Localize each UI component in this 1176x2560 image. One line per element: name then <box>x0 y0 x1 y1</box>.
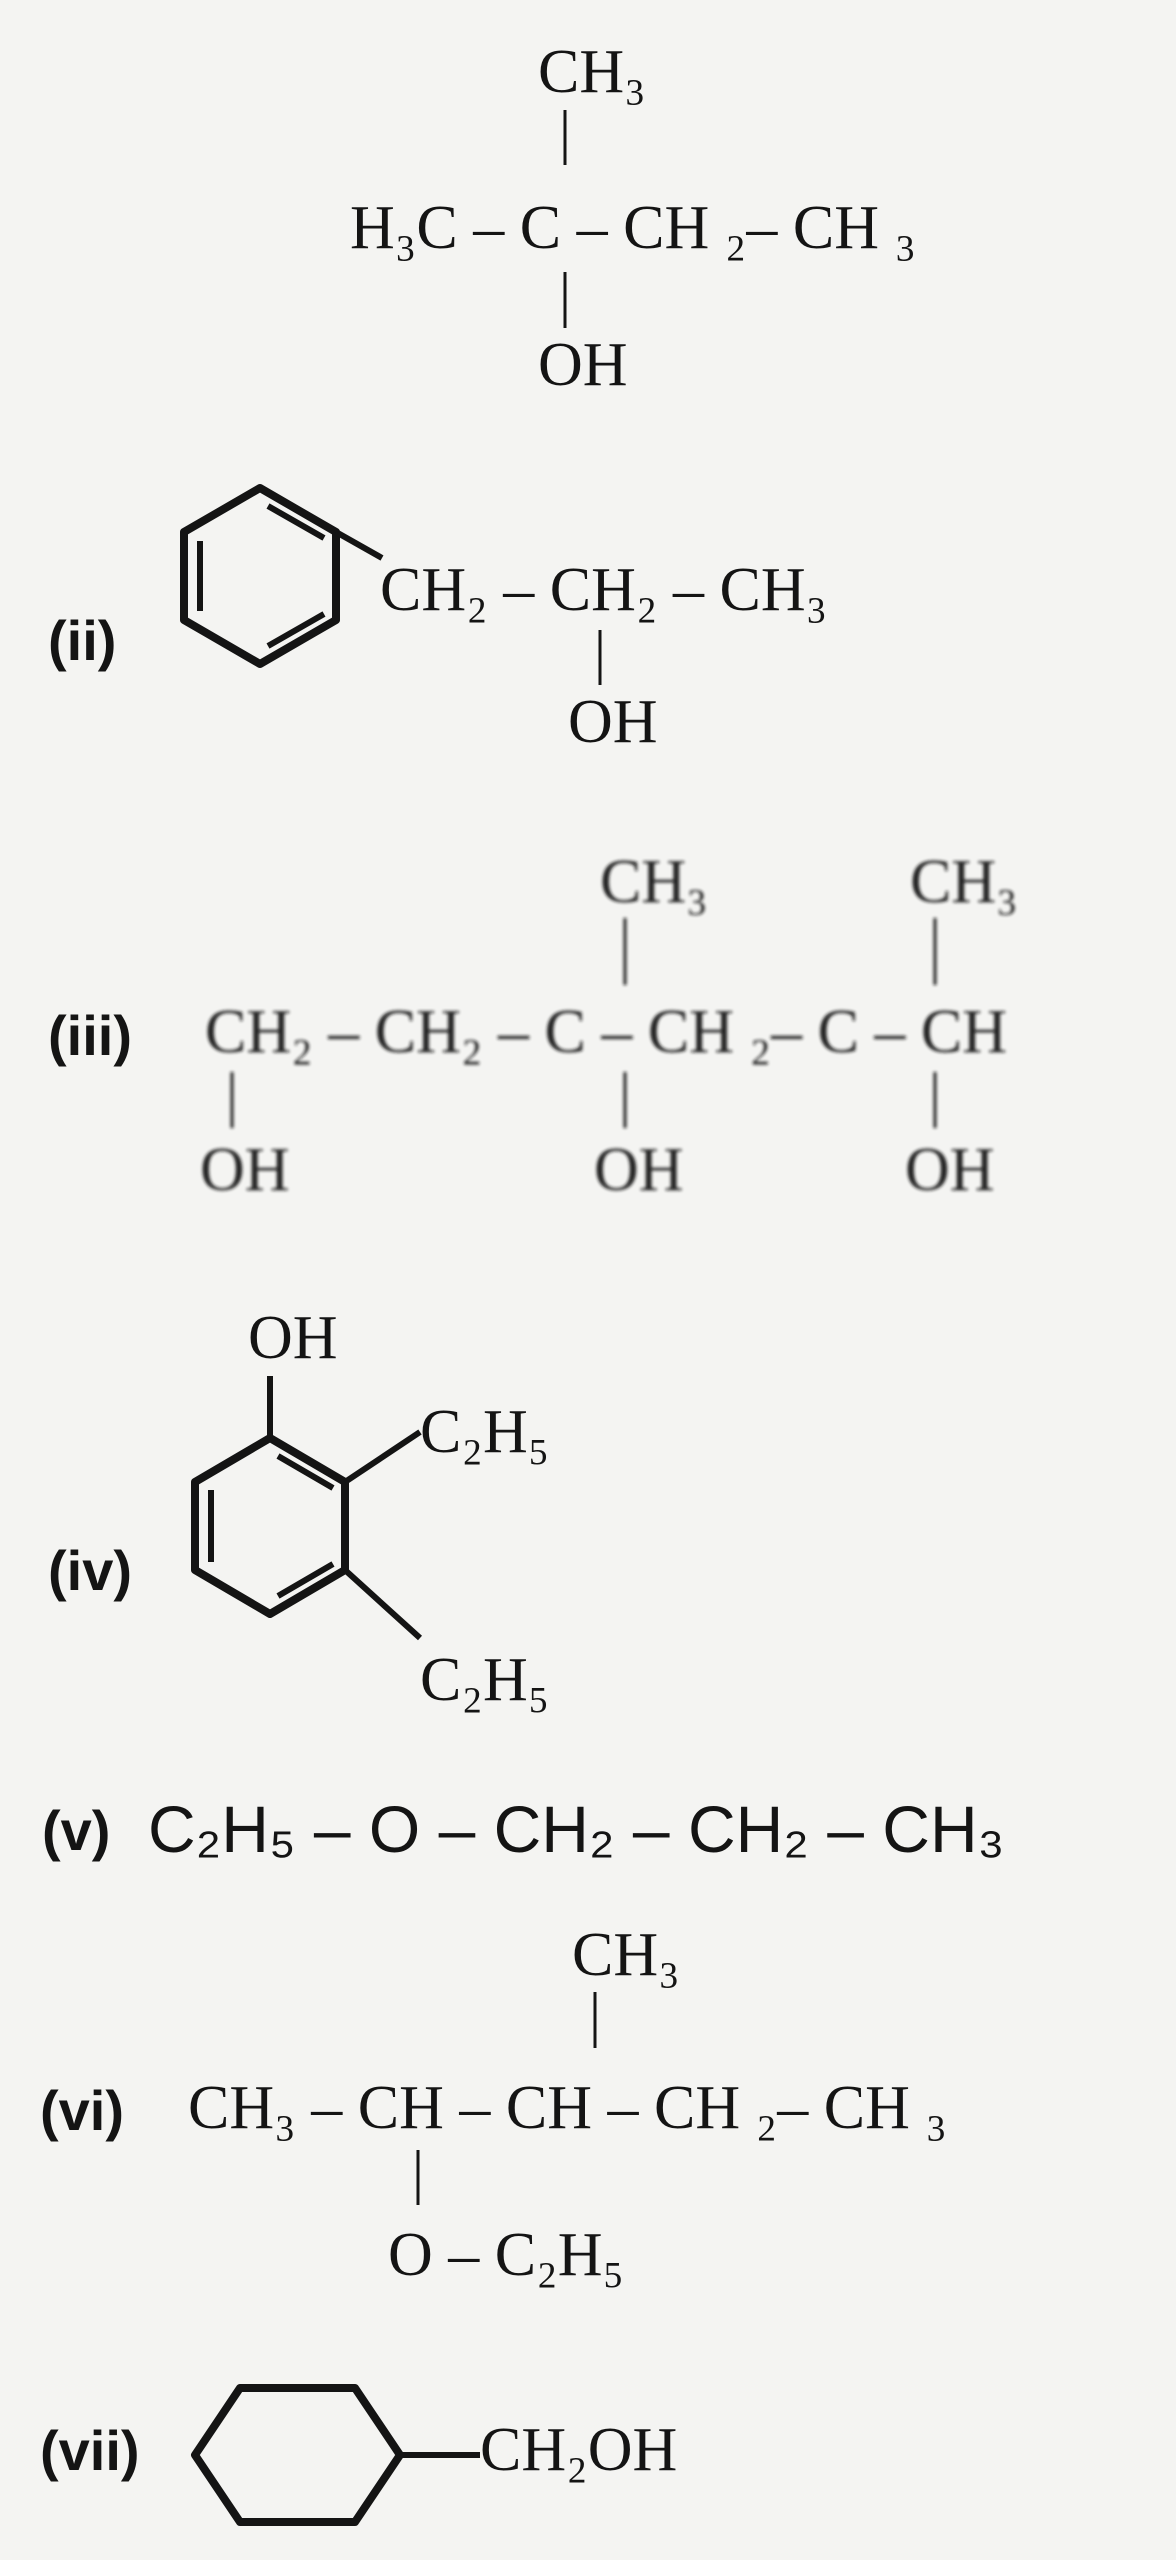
s4-oh-group: OH <box>248 1304 338 1372</box>
structure-v: (v) C₂H₅ – O – CH₂ – CH₂ – CH₃ <box>42 1792 1005 1866</box>
s1-bottom-group: OH <box>538 331 628 399</box>
s4-label: (iv) <box>48 1539 132 1602</box>
s3-bottom-group-1: OH <box>200 1136 290 1204</box>
benzene-icon <box>180 484 384 668</box>
s7-label: (vii) <box>40 2419 140 2482</box>
s3-top-group-2: CH₃ <box>910 848 1018 916</box>
s4-substituent-2: C₂H₅ <box>420 1646 549 1714</box>
structure-iv: OH (iv) C₂H₅ C₂H₅ <box>48 1304 549 1714</box>
s3-top-group-1: CH₃ <box>600 848 708 916</box>
s3-label: (iii) <box>48 1004 132 1067</box>
s1-main-chain: H₃C – C – CH ₂– CH ₃ <box>350 194 916 262</box>
s5-label: (v) <box>42 1799 110 1862</box>
s6-bottom-group: O – C₂H₅ <box>388 2221 624 2289</box>
structure-iii: (iii) CH₃ CH₃ CH₂ – CH₂ – C – CH ₂– C – … <box>48 848 1018 1204</box>
cyclohexane-icon <box>191 2384 480 2526</box>
s6-top-group: CH₃ <box>572 1921 680 1989</box>
s2-main-chain: CH₂ – CH₂ – CH₃ <box>380 556 827 624</box>
benzene-icon <box>191 1376 423 1641</box>
s3-main-chain: CH₂ – CH₂ – C – CH ₂– C – CH <box>205 998 1007 1066</box>
s4-substituent-1: C₂H₅ <box>420 1398 549 1466</box>
s3-bottom-group-2: OH <box>594 1136 684 1204</box>
s7-main-group: CH₂OH <box>480 2416 677 2484</box>
structure-vi: CH₃ (vi) CH₃ – CH – CH – CH ₂– CH ₃ O – … <box>40 1921 947 2289</box>
s6-main-chain: CH₃ – CH – CH – CH ₂– CH ₃ <box>188 2074 947 2142</box>
s2-label: (ii) <box>48 609 116 672</box>
s1-top-group: CH₃ <box>538 38 646 106</box>
s6-label: (vi) <box>40 2079 124 2142</box>
s3-bottom-group-3: OH <box>905 1136 995 1204</box>
s5-main-chain: C₂H₅ – O – CH₂ – CH₂ – CH₃ <box>148 1792 1005 1866</box>
structure-vii: (vii) CH₂OH <box>40 2384 677 2526</box>
s2-bottom-group: OH <box>568 688 658 756</box>
structure-i: CH₃ H₃C – C – CH ₂– CH ₃ OH <box>350 38 916 399</box>
structure-ii: (ii) CH₂ – CH₂ – CH₃ OH <box>48 484 827 756</box>
